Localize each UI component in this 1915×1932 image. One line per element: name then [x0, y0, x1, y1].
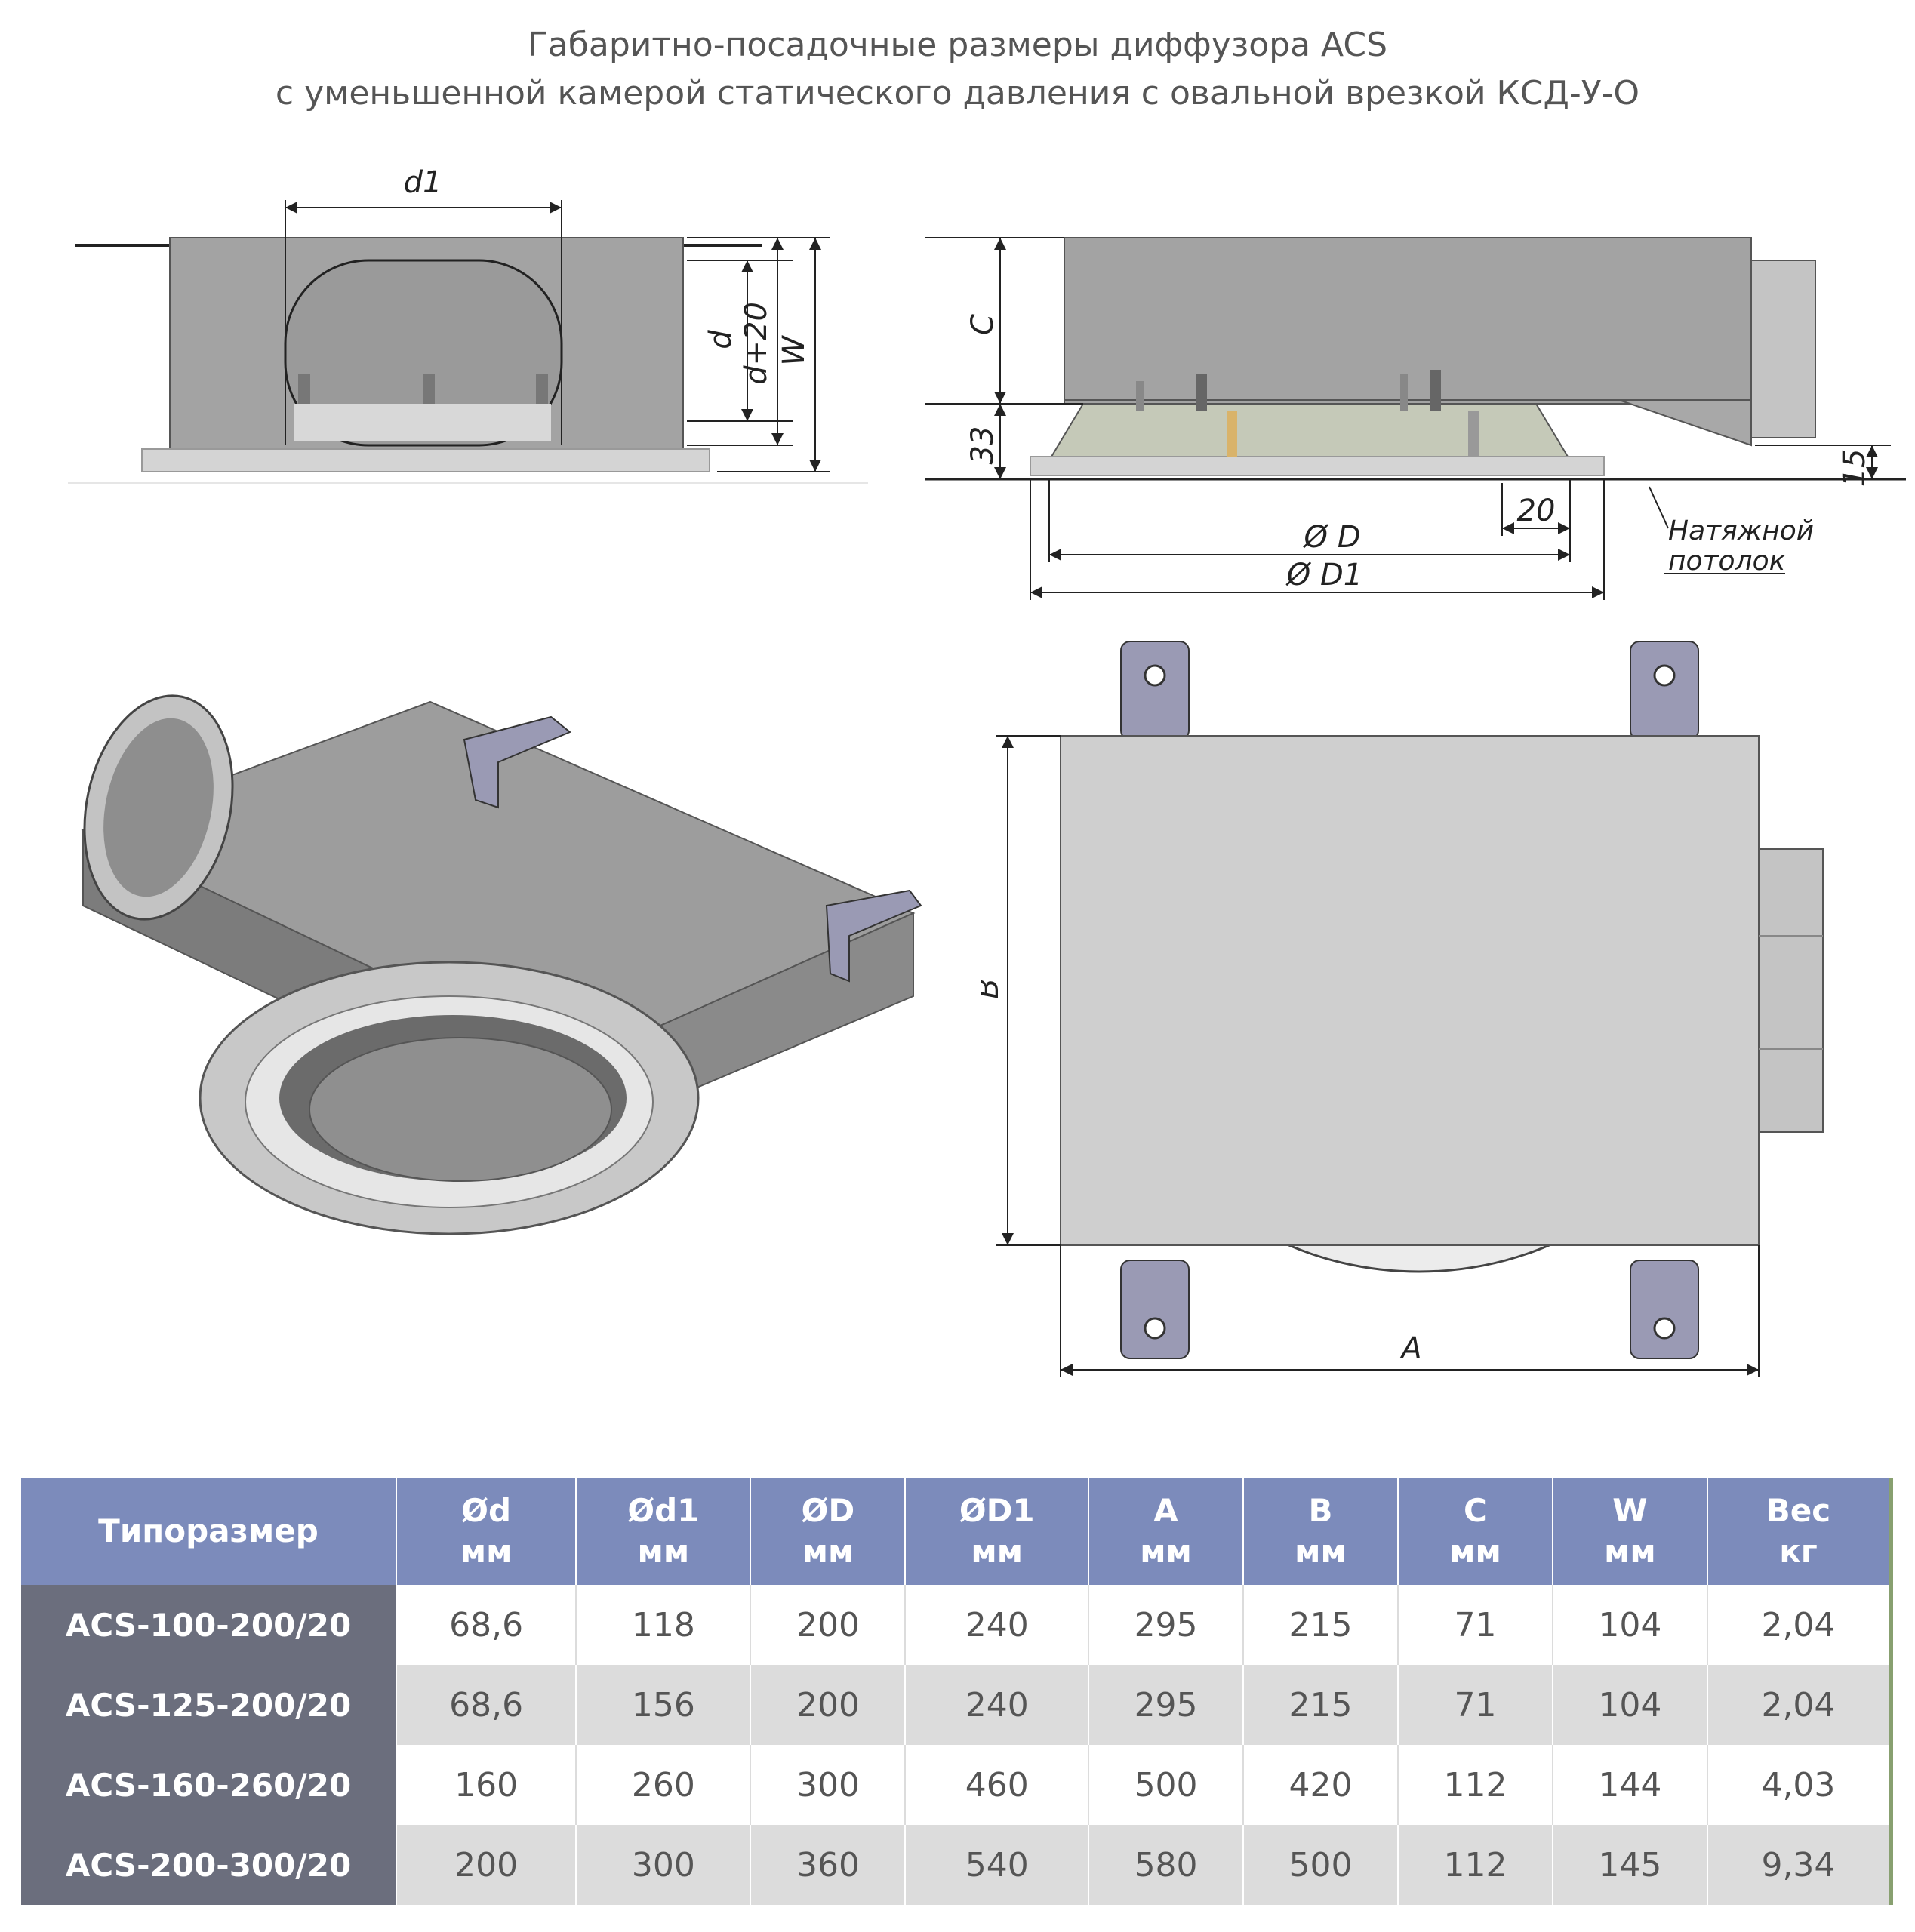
table-cell: 2,04	[1707, 1665, 1894, 1745]
table-cell: 300	[750, 1745, 907, 1825]
table-cell: 260	[576, 1745, 752, 1825]
table-cell: 200	[750, 1665, 907, 1745]
table-row: ACS-100-200/20 68,6 118 200 240 295 215 …	[21, 1585, 1894, 1665]
table-cell: 200	[750, 1585, 907, 1665]
table-cell: 112	[1397, 1745, 1553, 1825]
table-cell: 104	[1552, 1665, 1708, 1745]
ceiling-note-line-1: Натяжной	[1668, 515, 1814, 546]
table-cell: ACS-100-200/20	[21, 1585, 397, 1665]
table-cell: 68,6	[396, 1585, 577, 1665]
table-cell: 295	[1088, 1585, 1245, 1665]
page-title: Габаритно-посадочные размеры диффузора A…	[0, 21, 1915, 118]
label-c: C	[965, 314, 1000, 335]
label-d-plus-20: d+20	[739, 302, 774, 385]
table-cell: 200	[396, 1825, 577, 1905]
table-row: ACS-125-200/20 68,6 156 200 240 295 215 …	[21, 1665, 1894, 1745]
diffuser-disc	[309, 1037, 612, 1182]
table-cell: ACS-200-300/20	[21, 1825, 397, 1905]
side-view-drawing: C 33 15 Ø D Ø D1 20 Натяжной потолок	[925, 237, 1906, 600]
table-cell: 360	[750, 1825, 907, 1905]
table-cell: 112	[1397, 1825, 1553, 1905]
table-cell: 156	[576, 1665, 752, 1745]
table-row: ACS-160-260/20 160 260 300 460 500 420 1…	[21, 1745, 1894, 1825]
label-d1: d1	[404, 165, 442, 200]
bracket-bottom-left	[1120, 1260, 1190, 1359]
label-phi-d1: Ø D1	[1285, 558, 1362, 592]
table-cell: 580	[1088, 1825, 1245, 1905]
label-33: 33	[965, 426, 1000, 465]
label-phi-d: Ø D	[1303, 520, 1361, 555]
table-cell: 420	[1243, 1745, 1399, 1825]
table-cell: 300	[576, 1825, 752, 1905]
table-cell: 160	[396, 1745, 577, 1825]
table-cell: 145	[1552, 1825, 1708, 1905]
table-cell: 215	[1243, 1665, 1399, 1745]
table-cell: 71	[1397, 1585, 1553, 1665]
table-cell: 500	[1088, 1745, 1245, 1825]
table-cell: 104	[1552, 1585, 1708, 1665]
title-line-1: Габаритно-посадочные размеры диффузора A…	[527, 26, 1388, 64]
ceiling-note-line-2: потолок	[1668, 546, 1786, 577]
isometric-view-drawing	[81, 694, 922, 1235]
table-cell: 118	[576, 1585, 752, 1665]
table-cell: 4,03	[1707, 1745, 1894, 1825]
label-20: 20	[1517, 494, 1556, 528]
top-body	[1060, 735, 1760, 1246]
table-row: ACS-200-300/20 200 300 360 540 580 500 1…	[21, 1825, 1894, 1905]
bracket-top-right	[1630, 641, 1699, 740]
table-cell: 215	[1243, 1585, 1399, 1665]
table-cell: 500	[1243, 1825, 1399, 1905]
table-cell: 540	[905, 1825, 1090, 1905]
table-cell: 68,6	[396, 1665, 577, 1745]
table-cell: 9,34	[1707, 1825, 1894, 1905]
label-15: 15	[1837, 449, 1872, 488]
header-size: Типоразмер	[21, 1478, 397, 1585]
top-view-drawing: B A	[981, 641, 1824, 1377]
bracket-top-left	[1120, 641, 1190, 740]
table-cell: 295	[1088, 1665, 1245, 1745]
table-cell: 144	[1552, 1745, 1708, 1825]
table-cell: 240	[905, 1665, 1090, 1745]
label-b: B	[981, 978, 1005, 998]
table-cell: ACS-125-200/20	[21, 1665, 397, 1745]
front-view-drawing: d1 d d+20 W	[68, 165, 868, 484]
label-a: A	[1399, 1331, 1421, 1366]
table-cell: 2,04	[1707, 1585, 1894, 1665]
table-cell: 460	[905, 1745, 1090, 1825]
table-cell: 240	[905, 1585, 1090, 1665]
table-cell: ACS-160-260/20	[21, 1745, 397, 1825]
bracket-bottom-right	[1630, 1260, 1699, 1359]
label-w: W	[777, 335, 811, 366]
label-d: d	[704, 330, 738, 349]
table-cell: 71	[1397, 1665, 1553, 1745]
title-line-2: с уменьшенной камерой статического давле…	[275, 74, 1640, 112]
